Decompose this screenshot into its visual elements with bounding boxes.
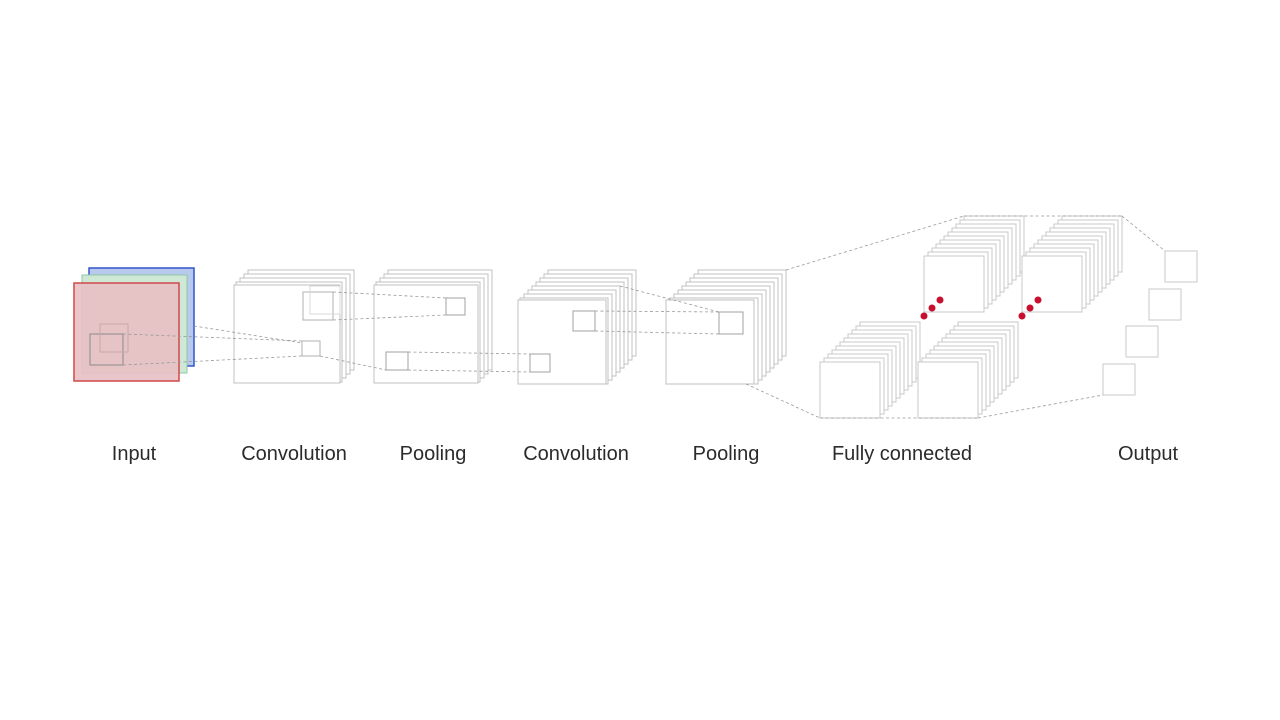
fc-stack-top-right (1021, 215, 1123, 313)
fc-ellipsis-dots-right (1018, 296, 1042, 320)
pool1-stack (373, 269, 493, 384)
conv1-stack (233, 269, 355, 384)
conv2-stack (517, 269, 637, 385)
pool1-feature-patch (445, 297, 466, 316)
conv2-feature-patch-lower (529, 353, 551, 373)
output-node-2 (1148, 288, 1182, 321)
stage-label-pooling-2: Pooling (692, 443, 760, 465)
pool1-feature-patch-lower (385, 351, 409, 371)
fc-stack-top-left (923, 215, 1025, 313)
input-channel-red (73, 282, 180, 382)
stage-label-convolution-1: Convolution (241, 443, 347, 465)
input-receptive-field-ghost (99, 323, 129, 353)
output-nodes (1102, 250, 1198, 396)
conv1-feature-patch (302, 291, 334, 321)
pool2-stack (665, 269, 787, 385)
connector-lines (122, 215, 1166, 419)
fc-stack-bottom-right (917, 321, 1019, 419)
stage-label-input: Input (111, 443, 157, 465)
conv1-feature-patch-small (301, 340, 321, 357)
input-stack (73, 267, 195, 382)
output-node-1 (1164, 250, 1198, 283)
stage-label-fully-connected: Fully connected (831, 443, 973, 465)
conv2-feature-patch (572, 310, 596, 332)
stage-label-convolution-2: Convolution (523, 443, 629, 465)
stage-label-output: Output (1117, 443, 1179, 465)
pool2-feature-patch (718, 311, 744, 335)
output-node-4 (1102, 363, 1136, 396)
input-receptive-field (89, 333, 124, 366)
stage-label-pooling-1: Pooling (399, 443, 467, 465)
output-node-3 (1125, 325, 1159, 358)
fc-ellipsis-dots-left (920, 296, 944, 320)
fc-stack-bottom-left (819, 321, 921, 419)
